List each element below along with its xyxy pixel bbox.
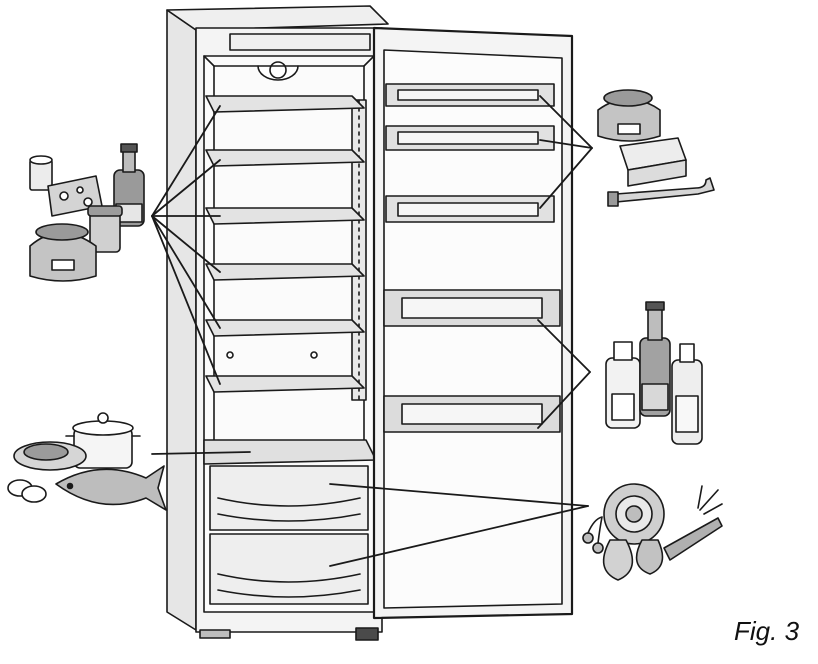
- tube-icon: [607, 177, 715, 207]
- pear-icon: [635, 539, 664, 575]
- plate-icon: [13, 441, 87, 471]
- food-group-fish-meat: [7, 412, 167, 511]
- fridge-shelves: [203, 95, 377, 465]
- food-group-vegetables-fruit: [582, 483, 723, 581]
- pear-icon: [602, 539, 634, 581]
- crisper-drawers: [209, 465, 369, 605]
- callout-lines: [151, 95, 593, 567]
- figure-label: Fig. 3: [734, 616, 800, 646]
- food-group-bottles: [605, 301, 703, 445]
- jar-icon: [87, 205, 123, 253]
- drawer-upper: [209, 465, 369, 531]
- jar-icon: [29, 223, 97, 282]
- eggs-icon: [7, 479, 47, 503]
- bottle-icon: [639, 301, 671, 417]
- food-group-preserves-dairy-sauces: [29, 143, 145, 282]
- shelf-4: [205, 263, 365, 281]
- cabbage-icon: [603, 483, 665, 545]
- cherry-icon: [582, 516, 604, 554]
- fridge-door: [372, 26, 574, 620]
- shelf-6: [205, 375, 365, 393]
- food-group-butter-tube-preserves: [597, 89, 715, 207]
- cup-icon: [29, 155, 53, 191]
- butter-icon: [619, 137, 687, 187]
- shelf-1: [205, 95, 365, 113]
- shelf-3: [205, 207, 365, 225]
- shelf-2: [205, 149, 365, 167]
- bottle-icon: [605, 341, 641, 429]
- jar-icon: [597, 89, 661, 142]
- bottle-icon: [671, 343, 703, 445]
- door-shelves: [383, 83, 561, 433]
- carrot-icon: [663, 485, 723, 561]
- shelf-5: [205, 319, 365, 337]
- fish-icon: [55, 465, 167, 511]
